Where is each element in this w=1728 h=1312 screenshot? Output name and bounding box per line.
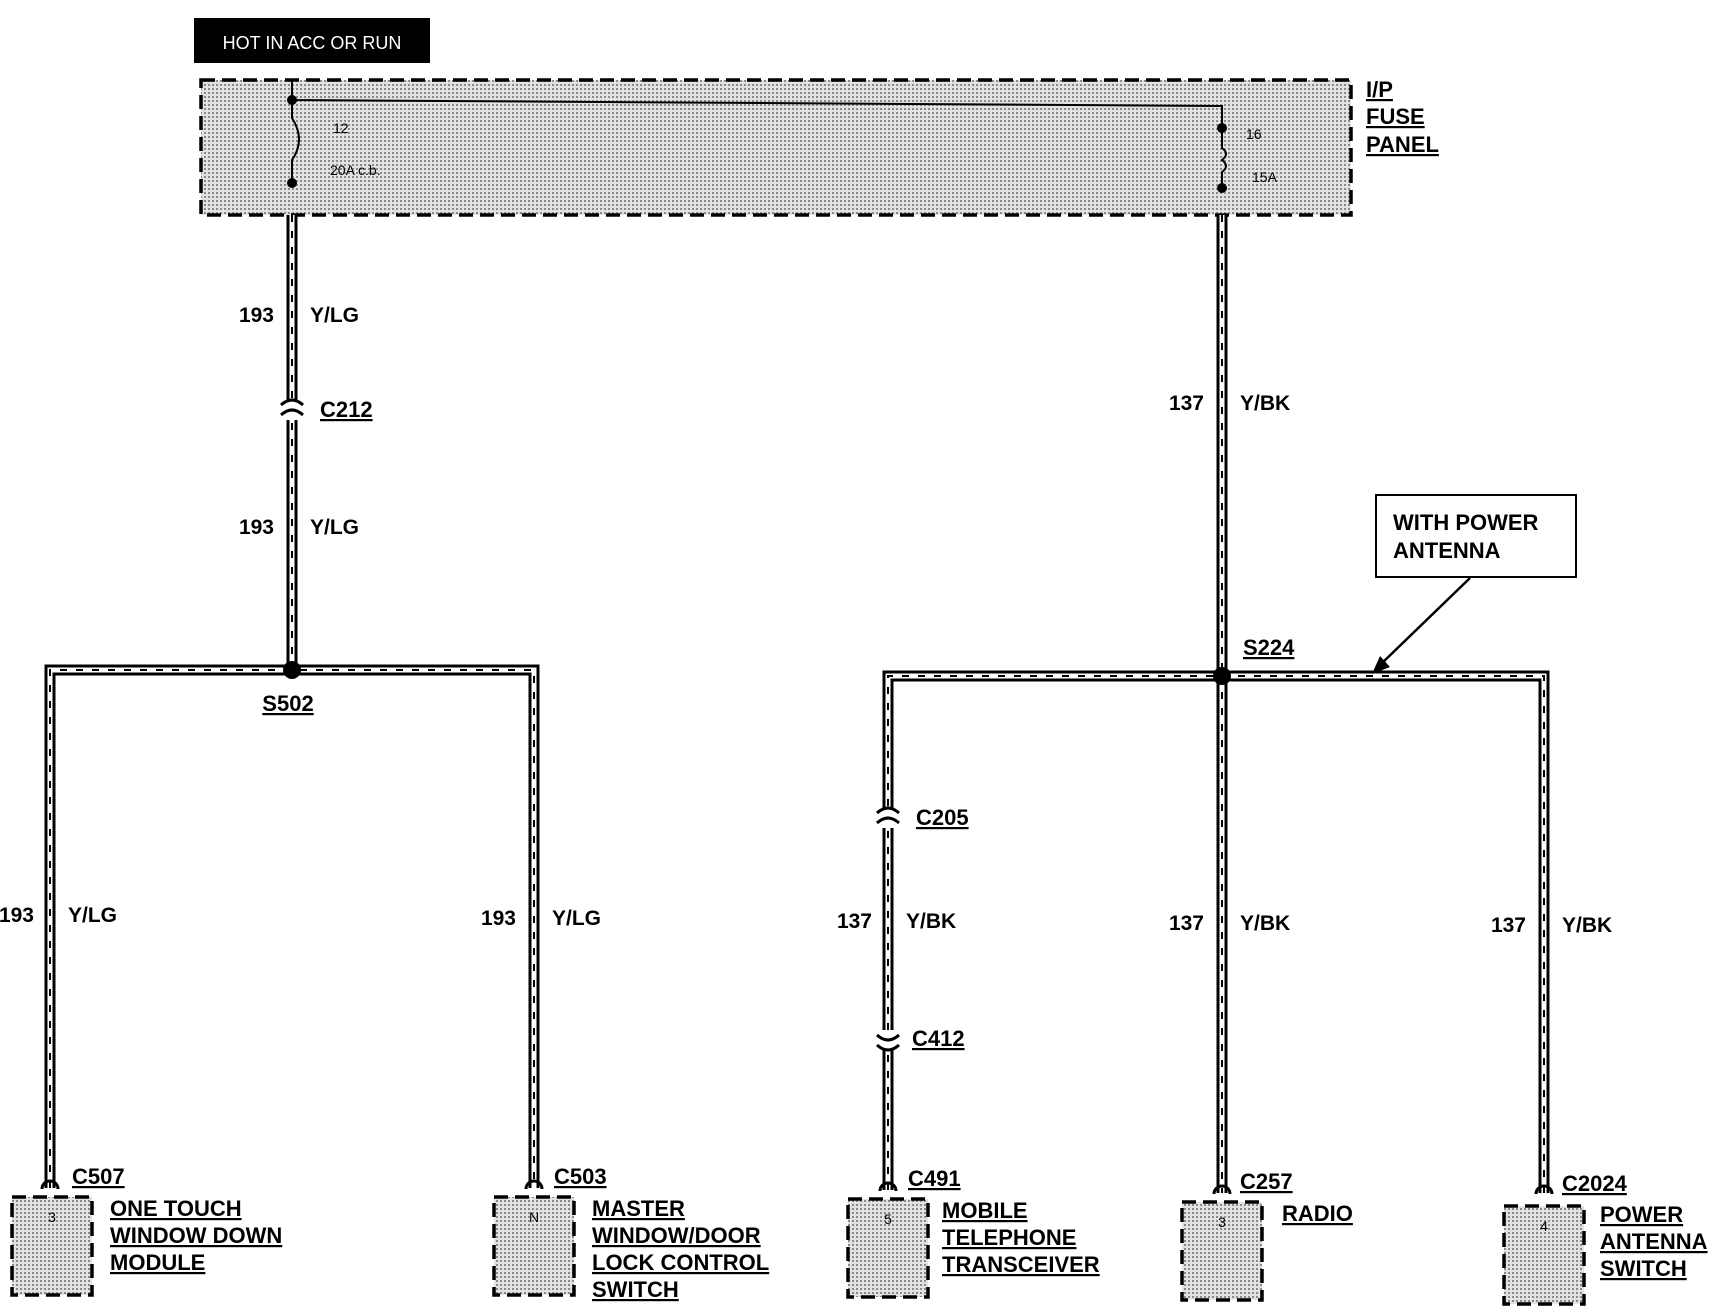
wire-137-radio-circuit: 137 [1169,912,1204,935]
right-fuse-rating: 15A [1252,169,1278,185]
wire-193-a-color: Y/LG [310,304,359,327]
wire-137-antenna-color: Y/BK [1562,914,1612,937]
right-fuse-number: 16 [1246,126,1262,142]
c503-name-1: MASTER [592,1196,685,1221]
fuse-panel: 12 20A c.b. 16 15A I/P FUSE PANEL [199,77,1439,217]
left-fuse-rating: 20A c.b. [330,162,381,178]
c503-pin: N [529,1209,539,1225]
fuse-panel-label-1: I/P [1366,77,1393,102]
wire-137-antenna-circuit: 137 [1491,914,1526,937]
c491-pin: 5 [884,1211,892,1227]
fuse-panel-label-3: PANEL [1366,132,1439,157]
wire-137-branch [882,670,1550,1193]
wire-137-phone-circuit: 137 [837,910,872,933]
c491-name-1: MOBILE [942,1198,1028,1223]
connector-c412: C412 [875,1026,965,1052]
c507-connector-label: C507 [72,1164,125,1189]
component-c491: 5 C491 MOBILE TELEPHONE TRANSCEIVER [846,1166,1100,1299]
wire-193-b-circuit: 193 [239,516,274,539]
left-fuse-number: 12 [333,120,349,136]
wire-193-a-circuit: 193 [239,304,274,327]
component-c507: 3 C507 ONE TOUCH WINDOW DOWN MODULE [10,1164,282,1297]
wire-137-phone-color: Y/BK [906,910,956,933]
wire-193-right-color: Y/LG [552,907,601,930]
c503-name-2: WINDOW/DOOR [592,1223,761,1248]
c2024-connector-label: C2024 [1562,1171,1628,1196]
c491-connector-label: C491 [908,1166,961,1191]
c257-connector-label: C257 [1240,1169,1293,1194]
wire-193-left-circuit: 193 [0,904,34,927]
wire-137-radio-color: Y/BK [1240,912,1290,935]
splice-s502-dot [283,661,301,679]
c491-name-3: TRANSCEIVER [942,1252,1100,1277]
connector-c205: C205 [875,805,969,830]
wire-labels: 193 Y/LG 193 Y/LG 137 Y/BK 193 Y/LG 193 … [0,304,1612,937]
connector-c212-label: C212 [320,397,373,422]
c507-name-3: MODULE [110,1250,205,1275]
power-antenna-note: WITH POWER ANTENNA [1372,494,1577,674]
splice-s502-label: S502 [262,691,313,716]
wire-193-branch [44,664,540,1188]
c2024-name-3: SWITCH [1600,1256,1687,1281]
component-c257: 3 C257 RADIO [1180,1169,1353,1302]
note-line-2: ANTENNA [1393,538,1501,563]
wire-193-right-circuit: 193 [481,907,516,930]
c503-name-3: LOCK CONTROL [592,1250,769,1275]
power-source-box: HOT IN ACC OR RUN [194,18,430,63]
wire-193-left-color: Y/LG [68,904,117,927]
wire-193-b-color: Y/LG [310,516,359,539]
c503-connector-label: C503 [554,1164,607,1189]
note-line-1: WITH POWER [1393,510,1539,535]
c503-name-4: SWITCH [592,1277,679,1302]
fuse-panel-label-2: FUSE [1366,104,1425,129]
splice-s224-dot [1213,667,1231,685]
c507-pin: 3 [48,1209,56,1225]
c2024-pin: 4 [1540,1218,1548,1234]
c2024-name-2: ANTENNA [1600,1229,1708,1254]
c2024-name-1: POWER [1600,1202,1683,1227]
component-c2024: 4 C2024 POWER ANTENNA SWITCH [1502,1171,1708,1306]
wire-137-main-circuit: 137 [1169,392,1204,415]
c507-name-1: ONE TOUCH [110,1196,242,1221]
component-c503: N C503 MASTER WINDOW/DOOR LOCK CONTROL S… [492,1164,769,1302]
power-source-label: HOT IN ACC OR RUN [223,33,402,53]
splice-s224-label: S224 [1243,635,1295,660]
c257-pin: 3 [1218,1214,1226,1230]
c491-name-2: TELEPHONE [942,1225,1076,1250]
connector-c205-label: C205 [916,805,969,830]
wire-137-main-color: Y/BK [1240,392,1290,415]
c257-name-1: RADIO [1282,1201,1353,1226]
c507-name-2: WINDOW DOWN [110,1223,282,1248]
connector-c212: C212 [279,397,373,422]
connector-c412-label: C412 [912,1026,965,1051]
